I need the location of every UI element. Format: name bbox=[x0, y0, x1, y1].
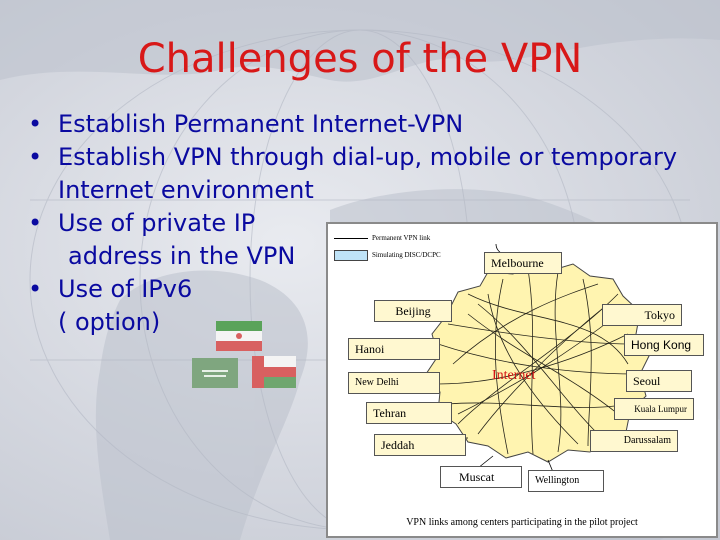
iran-flag-icon bbox=[216, 321, 262, 351]
bullet-line: address in the VPN bbox=[68, 242, 296, 270]
bullet-line: Use of private IP bbox=[58, 209, 256, 237]
node-new-delhi: New Delhi bbox=[348, 372, 440, 394]
diagram-caption: VPN links among centers participating in… bbox=[406, 517, 638, 528]
legend-simulating: Simulating DISC/DCPC bbox=[372, 251, 441, 259]
bullet-line: Establish Permanent Internet-VPN bbox=[58, 110, 464, 138]
node-kuala-lumpur: Kuala Lumpur bbox=[614, 398, 694, 420]
node-muscat: Muscat bbox=[440, 466, 522, 488]
saudi-arabia-flag-icon bbox=[192, 358, 238, 388]
bullet-marker: • bbox=[28, 143, 43, 171]
oman-flag-icon bbox=[252, 356, 296, 388]
bullet-list: • Establish Permanent Internet-VPN • Est… bbox=[28, 108, 708, 339]
node-darussalam: Darussalam bbox=[590, 430, 678, 452]
node-tokyo: Tokyo bbox=[602, 304, 682, 326]
bullet-item: • Establish VPN through dial-up, mobile … bbox=[28, 141, 708, 207]
bullet-marker: • bbox=[28, 209, 43, 237]
legend-box-swatch bbox=[334, 250, 368, 261]
node-hanoi: Hanoi bbox=[348, 338, 440, 360]
slide-title: Challenges of the VPN bbox=[137, 36, 583, 82]
vpn-network-diagram: Permanent VPN link Simulating DISC/DCPC … bbox=[326, 222, 718, 538]
legend-line-swatch bbox=[334, 238, 368, 239]
legend-permanent-link: Permanent VPN link bbox=[372, 234, 431, 242]
internet-label: Internet bbox=[492, 368, 536, 383]
bullet-line: ( option) bbox=[58, 308, 161, 336]
node-beijing: Beijing bbox=[374, 300, 452, 322]
bullet-item: • Use of private IP address in the VPN bbox=[28, 207, 708, 273]
node-melbourne: Melbourne bbox=[484, 252, 562, 274]
node-hong-kong: Hong Kong bbox=[624, 334, 704, 356]
bullet-marker: • bbox=[28, 275, 43, 303]
bullet-line: Establish VPN through dial-up, mobile or… bbox=[58, 143, 678, 171]
bullet-item: • Use of IPv6 ( option) bbox=[28, 273, 708, 339]
bullet-line: Internet environment bbox=[58, 176, 314, 204]
node-wellington: Wellington bbox=[528, 470, 604, 492]
bullet-item: • Establish Permanent Internet-VPN bbox=[28, 108, 708, 141]
node-jeddah: Jeddah bbox=[374, 434, 466, 456]
node-seoul: Seoul bbox=[626, 370, 692, 392]
bullet-marker: • bbox=[28, 110, 43, 138]
node-tehran: Tehran bbox=[366, 402, 452, 424]
bullet-line: Use of IPv6 bbox=[58, 275, 193, 303]
